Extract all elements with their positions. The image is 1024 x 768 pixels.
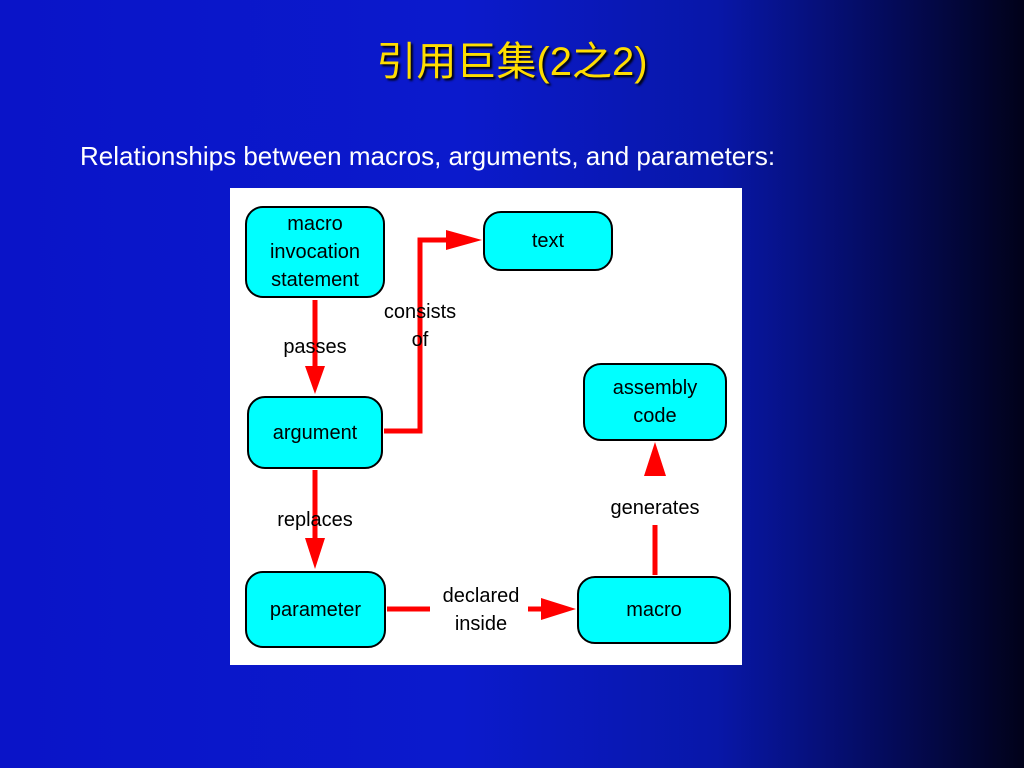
arrowhead-consists-of — [446, 230, 482, 250]
edge-label-generates: generates — [590, 494, 720, 522]
slide-subtitle: Relationships between macros, arguments,… — [80, 141, 776, 171]
arrowhead-declared-inside — [541, 598, 576, 620]
arrow-layer — [305, 230, 666, 620]
arrowhead-replaces — [305, 538, 325, 569]
edge-label-declared-inside: declared inside — [442, 585, 520, 635]
arrow-consists-of — [384, 237, 448, 434]
diagram-panel: macro invocation statement text argument… — [230, 188, 742, 665]
node-assembly-code: assembly code — [583, 363, 727, 441]
node-parameter: parameter — [245, 571, 386, 648]
node-text-label: text — [531, 230, 565, 252]
edge-label-passes: passes — [283, 336, 347, 358]
node-macro-invocation-statement: macro invocation statement — [245, 206, 385, 298]
arrowhead-generates — [644, 442, 666, 476]
node-macro-label: macro — [626, 599, 682, 621]
node-macro-invocation-statement-label: macro invocation statement — [269, 213, 361, 291]
slide-title: 引用巨集(2之2) — [376, 40, 648, 84]
node-assembly-code-label: assembly code — [612, 377, 698, 427]
node-argument: argument — [247, 396, 383, 469]
node-argument-label: argument — [272, 421, 358, 444]
node-macro: macro — [577, 576, 731, 644]
edge-label-consists-of: consists of — [383, 301, 457, 351]
edge-label-replaces: replaces — [277, 509, 353, 531]
node-parameter-label: parameter — [269, 598, 362, 621]
node-text: text — [483, 211, 613, 271]
arrowhead-passes — [305, 366, 325, 394]
